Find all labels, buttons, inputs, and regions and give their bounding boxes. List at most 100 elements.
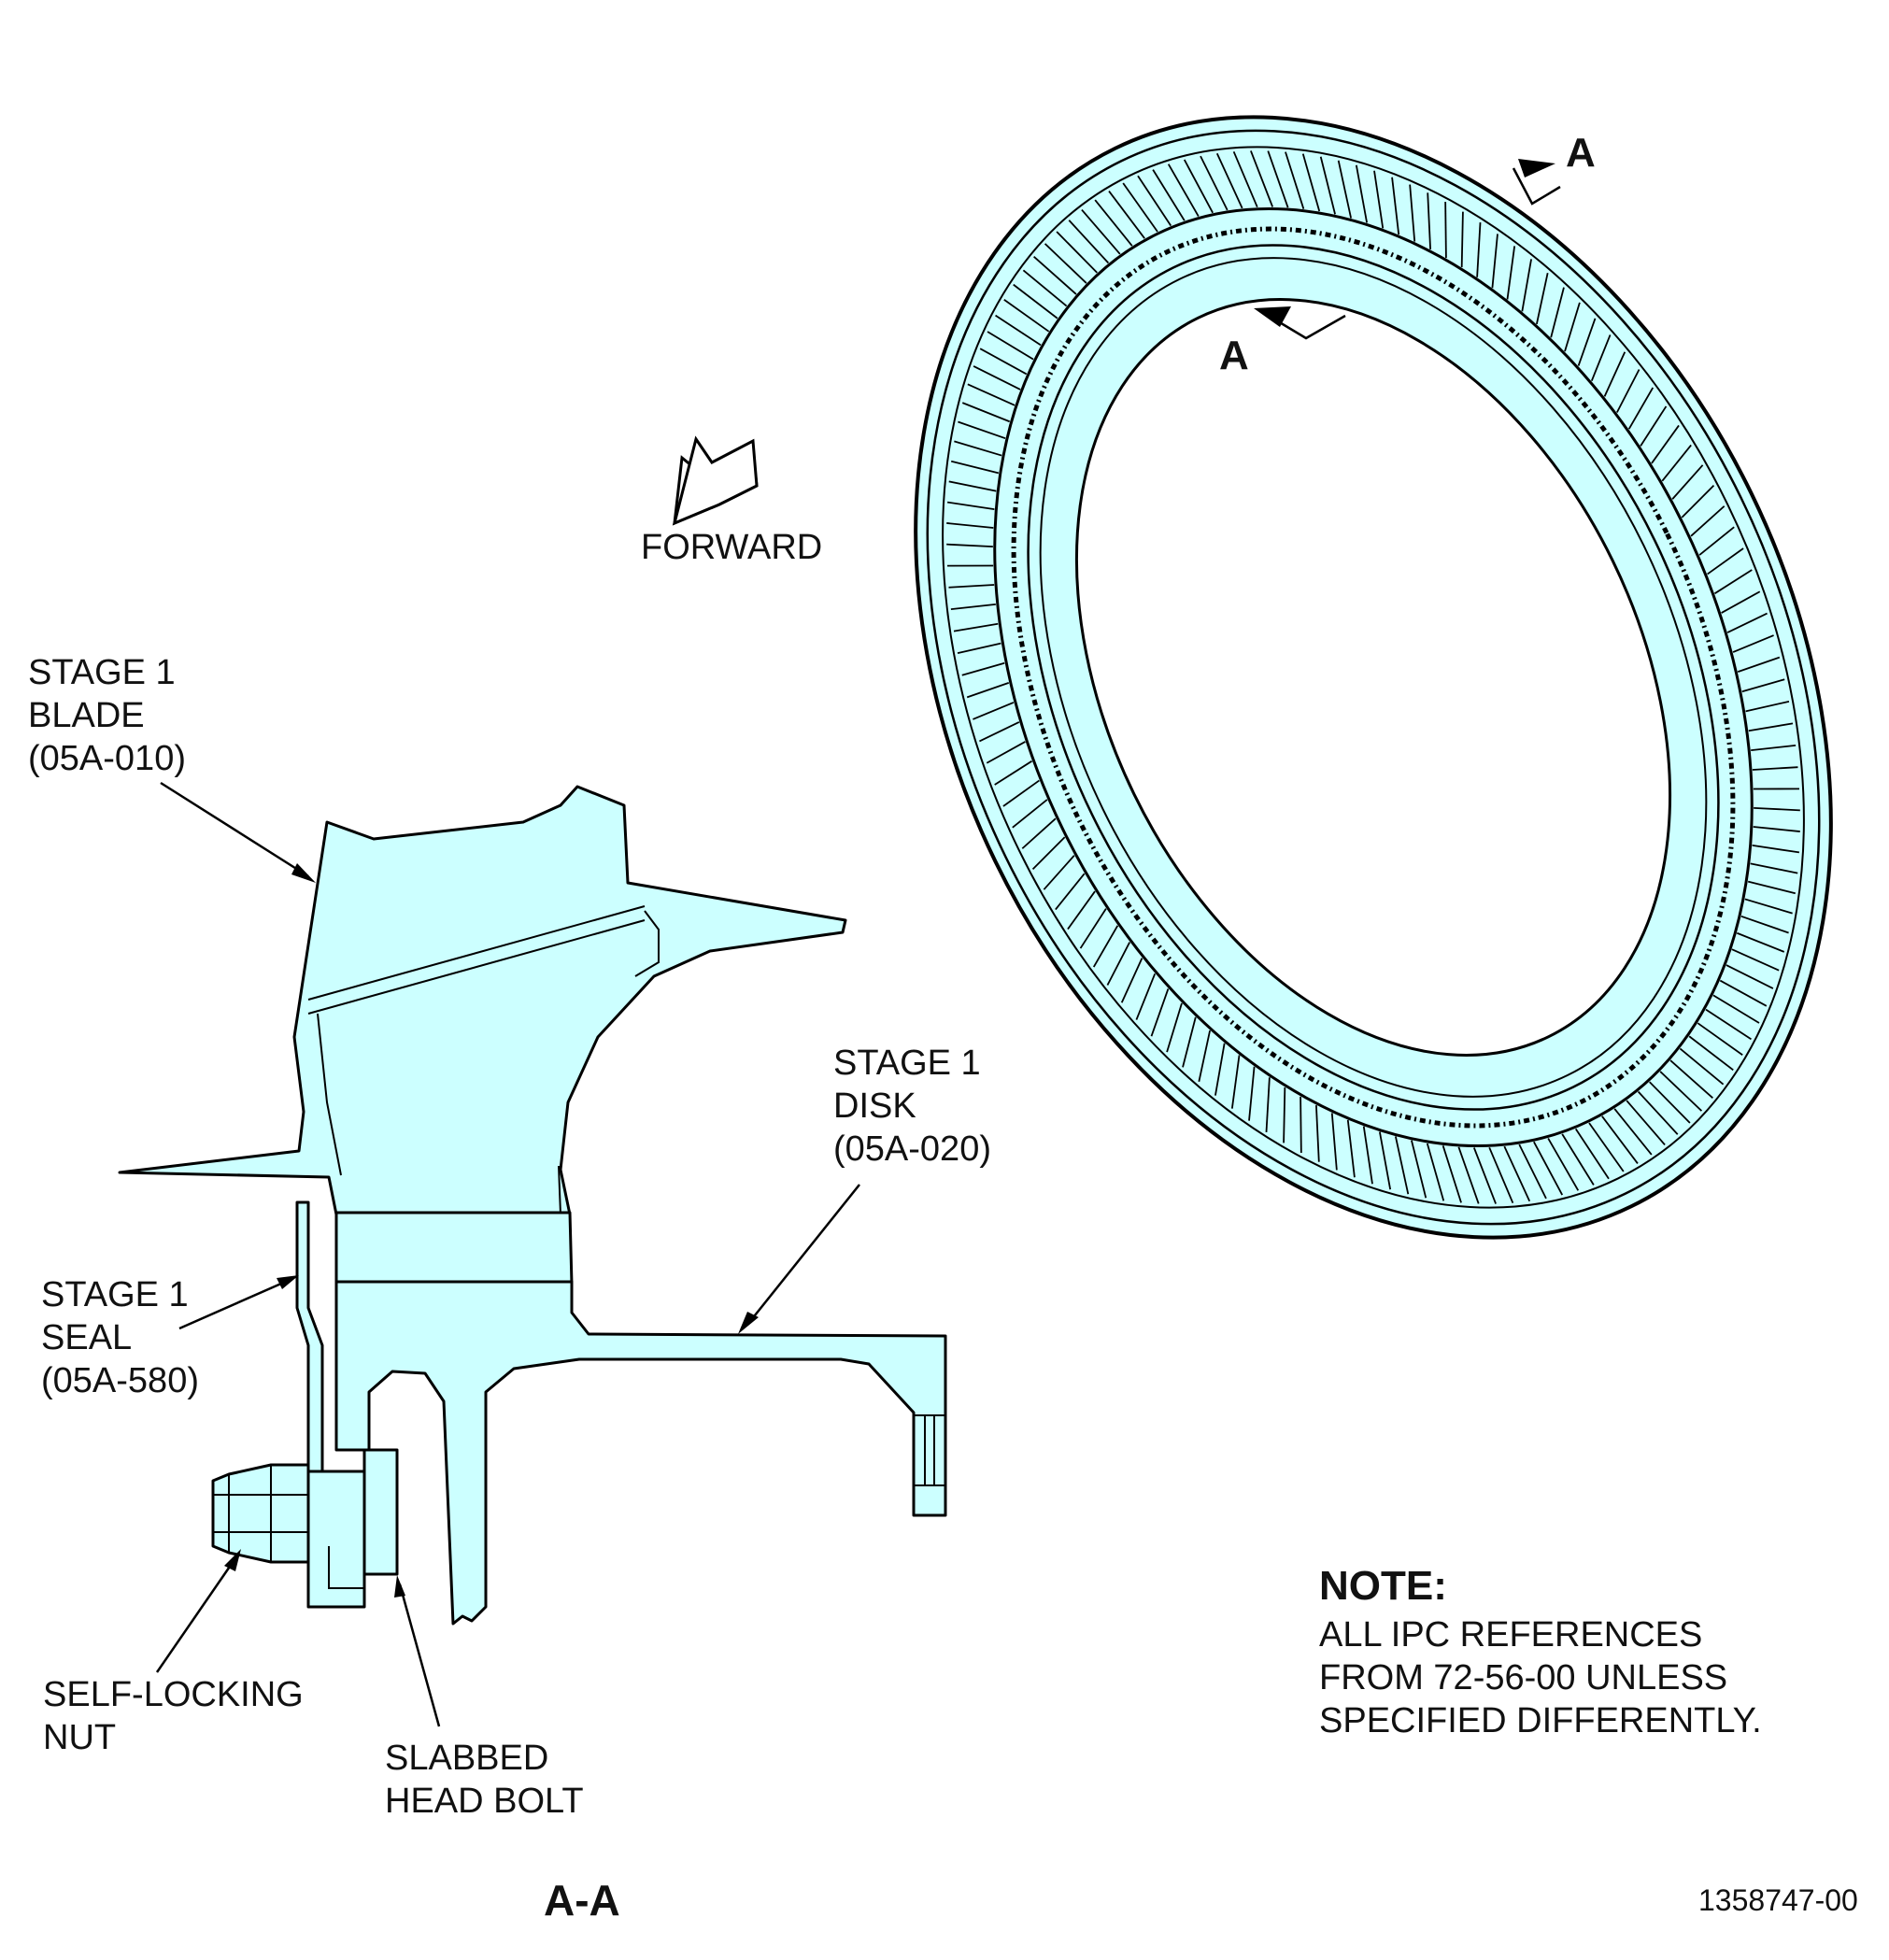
ring-blade-row xyxy=(946,150,1800,1204)
ring-blade-line xyxy=(1688,1035,1734,1072)
ring-bore xyxy=(1074,298,1672,1057)
ring-blade-line xyxy=(1031,836,1066,870)
ring-blade-line xyxy=(1488,1146,1514,1204)
ring-blade-line xyxy=(1232,150,1258,208)
ring-blade-line xyxy=(1744,898,1793,915)
ring-outer-lip xyxy=(926,129,1821,1226)
label-self-locking-nut: SELF-LOCKING NUT xyxy=(43,1675,304,1757)
label-stage1-seal: STAGE 1 SEAL (05A-580) xyxy=(41,1275,199,1400)
ring-blade-line xyxy=(1577,318,1597,366)
ring-blade-line xyxy=(1457,1146,1480,1204)
ring-blade-row-outer xyxy=(942,146,1805,1209)
ring-blade-line xyxy=(1283,1087,1286,1143)
ring-blade-line xyxy=(1590,334,1612,382)
ring-blade-line xyxy=(1681,485,1715,518)
ring-blade-line xyxy=(1081,208,1121,255)
ring-blade-line xyxy=(1319,156,1336,215)
ring-blade-line xyxy=(1751,744,1797,752)
ring-blade-line xyxy=(1265,1077,1271,1133)
ring-blade-line xyxy=(1214,1043,1226,1096)
ring-blade-line xyxy=(1712,994,1760,1024)
ring-blade-line xyxy=(1719,979,1768,1007)
note-line: FROM 72-56-00 UNLESS xyxy=(1319,1658,1727,1697)
label-line: SEAL xyxy=(41,1318,132,1357)
ring-blade-line xyxy=(1649,1081,1691,1124)
label-line: (05A-010) xyxy=(28,739,186,778)
ring-blade-line xyxy=(1230,1055,1241,1109)
ring-blade-line xyxy=(1698,526,1735,556)
ring-blade-line xyxy=(1750,862,1798,874)
label-line: (05A-580) xyxy=(41,1361,199,1400)
ring-blade-line xyxy=(1588,1122,1625,1172)
ring-blade-line xyxy=(957,642,1001,655)
ring-blade-line xyxy=(1460,211,1464,268)
ring-blade-line xyxy=(1200,155,1229,211)
ring-blade-line xyxy=(1378,1131,1392,1190)
ring-blade-line xyxy=(1740,915,1789,934)
label-line: SLABBED xyxy=(385,1739,548,1778)
nut-leader xyxy=(155,1557,237,1673)
ring-blade-line xyxy=(947,564,994,567)
section-cut-mark-upper: A xyxy=(1512,130,1596,206)
stage1-blade-shape xyxy=(118,785,847,1216)
ring-blade-line xyxy=(1137,175,1172,227)
ring-blade-line xyxy=(1726,612,1768,633)
ring-blade-line xyxy=(1747,880,1797,895)
self-locking-nut-shape xyxy=(211,1463,310,1564)
ring-blade-line xyxy=(1409,184,1416,242)
ring-blade-line xyxy=(1731,948,1780,972)
note-line: SPECIFIED DIFFERENTLY. xyxy=(1319,1701,1762,1740)
ring-blade-line xyxy=(1748,722,1794,732)
ring-blade-line xyxy=(1135,973,1157,1020)
ring-blade-line xyxy=(1120,958,1143,1003)
ring-blade-line xyxy=(1152,169,1186,221)
ring-blade-line xyxy=(1267,150,1289,208)
label-line: HEAD BOLT xyxy=(385,1782,584,1821)
ring-blade-line xyxy=(973,702,1015,720)
ring-blade-line xyxy=(995,314,1042,347)
ring-blade-line xyxy=(1166,1002,1183,1053)
ring-blade-line xyxy=(1503,1145,1531,1202)
ring-blade-line xyxy=(1754,806,1800,812)
ring-blade-line xyxy=(1150,988,1170,1037)
ring-blade-line xyxy=(1079,908,1107,949)
ring-blade-line xyxy=(1391,177,1400,235)
ring-blade-line xyxy=(1550,287,1565,338)
ring-blade-line xyxy=(1564,302,1581,352)
ring-blade-line xyxy=(1182,1016,1197,1068)
forward-label: FORWARD xyxy=(641,528,822,567)
ring-blade-line xyxy=(1518,1143,1547,1200)
section-a-a-view xyxy=(118,781,947,1727)
ring-blade-line xyxy=(961,661,1005,676)
ring-blade-line xyxy=(1301,153,1321,212)
ring-blade-line xyxy=(1092,925,1119,968)
bolt-shank-shape xyxy=(306,1470,366,1609)
forward-arrow: FORWARD xyxy=(641,435,822,567)
ring-blade-line xyxy=(1067,890,1096,930)
ring-blade-line xyxy=(967,383,1016,406)
ring-blade-line xyxy=(979,721,1020,743)
section-title: A-A xyxy=(544,1876,620,1924)
ring-blade-line xyxy=(1183,159,1214,214)
label-line: STAGE 1 xyxy=(833,1044,981,1083)
ring-blade-line xyxy=(1705,1008,1752,1041)
ring-blade-line xyxy=(1616,369,1640,413)
ring-blade-line xyxy=(1198,1030,1211,1083)
ring-blade-line xyxy=(1043,855,1075,890)
ring-blade-line xyxy=(1721,590,1761,614)
ring-blade-line xyxy=(1330,1113,1338,1171)
ring-blade-line xyxy=(1373,170,1385,229)
ring-blade-line xyxy=(1752,845,1800,854)
ring-blade-line xyxy=(1741,678,1785,693)
ring-blade-line xyxy=(994,760,1033,786)
ring-blade-line xyxy=(1713,569,1753,595)
ring-blade-line xyxy=(946,543,993,548)
label-line: NUT xyxy=(43,1718,116,1757)
ring-blade-line xyxy=(1745,700,1790,713)
ring-blade-line xyxy=(1337,160,1353,219)
ring-blade-line xyxy=(1547,1137,1580,1191)
ring-blade-line xyxy=(1659,1071,1703,1112)
ring-blade-line xyxy=(1533,1141,1564,1196)
ring-blade-line xyxy=(1736,931,1785,953)
